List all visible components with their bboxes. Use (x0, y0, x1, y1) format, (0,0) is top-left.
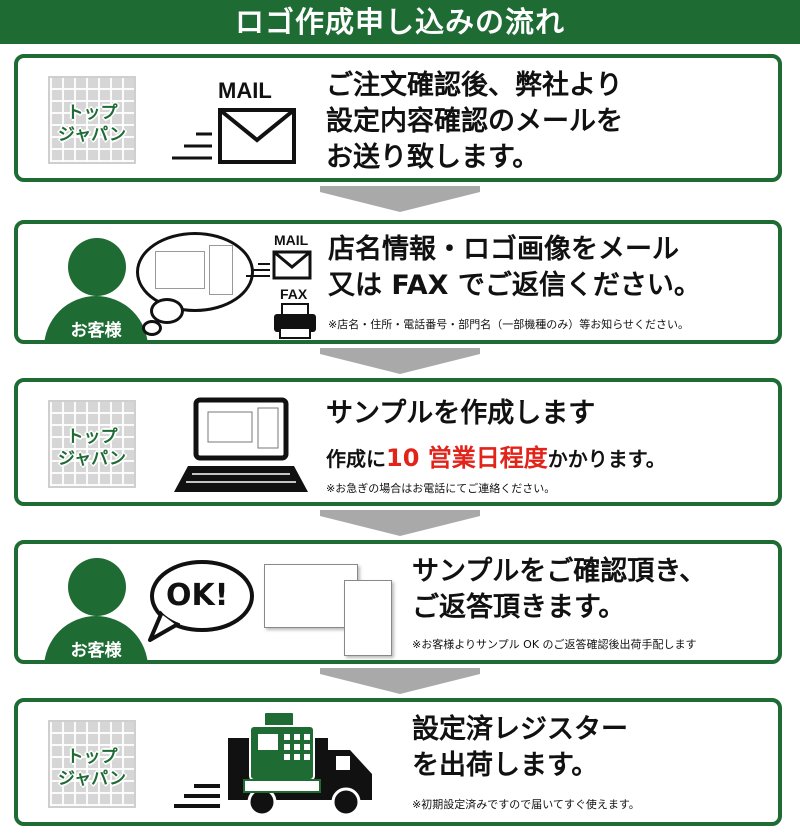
badge-top-japan-line1: トップ (66, 427, 118, 447)
step-5-line-1: 設定済レジスター (412, 714, 628, 745)
delivery-truck-icon (174, 711, 372, 817)
badge-top-japan-line1: トップ (66, 103, 118, 123)
step-3-panel: トップ ジャパン サンプルを作成します 作成に10 営業日程度かかります。 ※お… (14, 378, 782, 506)
top-japan-badge: トップ ジャパン (48, 720, 136, 808)
badge-top-japan-line2: ジャパン (58, 125, 126, 145)
flow-arrow-3 (320, 516, 480, 536)
mail-icon (246, 250, 312, 280)
flow-arrow-1-band (320, 186, 480, 192)
step-3-line-1: サンプルを作成します (326, 398, 596, 429)
step-4-line-2: ご返答頂きます。 (412, 592, 626, 623)
document-thumbnail (155, 251, 205, 289)
step-2-line-1: 店名情報・ロゴ画像をメール (328, 234, 679, 265)
thought-bubble (136, 232, 254, 312)
step-3-duration: 作成に10 営業日程度かかります。 (326, 438, 666, 473)
flow-arrow-2-band (320, 348, 480, 354)
laptop-icon (174, 397, 308, 492)
fax-machine-icon (274, 303, 316, 339)
sample-receipt-icon (344, 580, 392, 656)
step-5-panel: トップ ジャパン 設定済レジスター を出荷します。 ※初期設定済みですので届いて… (14, 698, 782, 826)
thought-bubble-dot-small (142, 320, 162, 336)
fax-label: FAX (280, 286, 308, 302)
speech-bubble-icon (148, 560, 254, 642)
step-4-note: ※お客様よりサンプル OK のご返答確認後出荷手配します (412, 638, 697, 651)
step-3-note: ※お急ぎの場合はお電話にてご連絡ください。 (326, 482, 556, 495)
step-2-note: ※店名・住所・電話番号・部門名（一部機種のみ）等お知らせください。 (328, 318, 689, 331)
step-1-panel: トップ ジャパン MAIL ご注文確認後、弊社より 設定内容確認のメールを お送… (14, 54, 782, 182)
top-japan-badge: トップ ジャパン (48, 400, 136, 488)
mail-label-small: MAIL (274, 232, 309, 248)
badge-top-japan-line1: トップ (66, 747, 118, 767)
step-3-duration-suffix: かかります。 (547, 447, 666, 471)
step-4-panel: お客様 OK! サンプルをご確認頂き、 ご返答頂きます。 ※お客様よりサンプル … (14, 540, 782, 664)
flow-arrow-3-band (320, 510, 480, 516)
customer-badge-label: お客様 (70, 641, 122, 661)
step-2-line-2: 又は FAX でご返信ください。 (328, 270, 701, 301)
flow-arrow-4 (320, 674, 480, 694)
mail-label: MAIL (218, 78, 272, 103)
step-5-note: ※初期設定済みですので届いてすぐ使えます。 (412, 798, 640, 811)
step-1-line-3: お送り致します。 (326, 142, 540, 173)
step-3-duration-highlight: 10 営業日程度 (386, 444, 548, 472)
step-2-panel: お客様 MAIL FAX 店名情報・ロゴ画像をメール 又は FAX でご返信くだ… (14, 220, 782, 344)
flow-arrow-4-band (320, 668, 480, 674)
badge-top-japan-line2: ジャパン (58, 769, 126, 789)
customer-head-icon (68, 558, 126, 616)
step-1-line-2: 設定内容確認のメールを (326, 106, 623, 137)
mail-icon: MAIL (168, 72, 298, 172)
customer-head-icon (68, 238, 126, 296)
customer-badge-label: お客様 (70, 321, 122, 341)
thought-bubble-dot-large (150, 298, 184, 324)
sample-document-icon (264, 564, 358, 628)
flow-arrow-1 (320, 192, 480, 212)
top-japan-badge: トップ ジャパン (48, 76, 136, 164)
ok-label: OK! (166, 578, 229, 613)
step-3-duration-prefix: 作成に (326, 447, 386, 471)
page-title: ロゴ作成申し込みの流れ (0, 0, 800, 44)
badge-top-japan-line2: ジャパン (58, 449, 126, 469)
step-5-line-2: を出荷します。 (412, 750, 599, 781)
step-4-line-1: サンプルをご確認頂き、 (412, 556, 707, 587)
flow-arrow-2 (320, 354, 480, 374)
receipt-thumbnail (209, 245, 233, 295)
step-1-line-1: ご注文確認後、弊社より (326, 70, 623, 101)
